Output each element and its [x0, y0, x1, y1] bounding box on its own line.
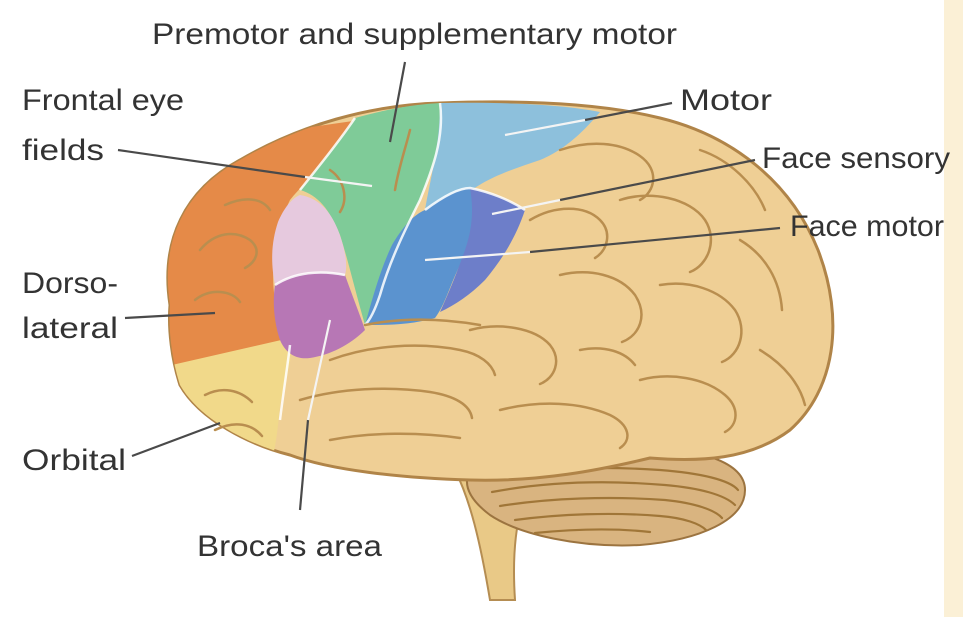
face-sensory-label: Face sensory	[762, 142, 950, 175]
dorsolateral-label-line2: lateral	[22, 312, 118, 345]
frontal-eye-fields-label-line1: Frontal eye	[22, 84, 184, 117]
dorsolateral-label-line1: Dorso-	[22, 267, 118, 300]
frontal-eye-fields-label-line2: fields	[22, 134, 104, 167]
face-motor-label: Face motor	[790, 210, 944, 243]
motor-label: Motor	[680, 84, 772, 117]
orbital-leader	[132, 423, 220, 456]
orbital-label: Orbital	[22, 444, 126, 477]
brocas-area-label: Broca's area	[197, 530, 382, 563]
premotor-label: Premotor and supplementary motor	[152, 18, 677, 51]
